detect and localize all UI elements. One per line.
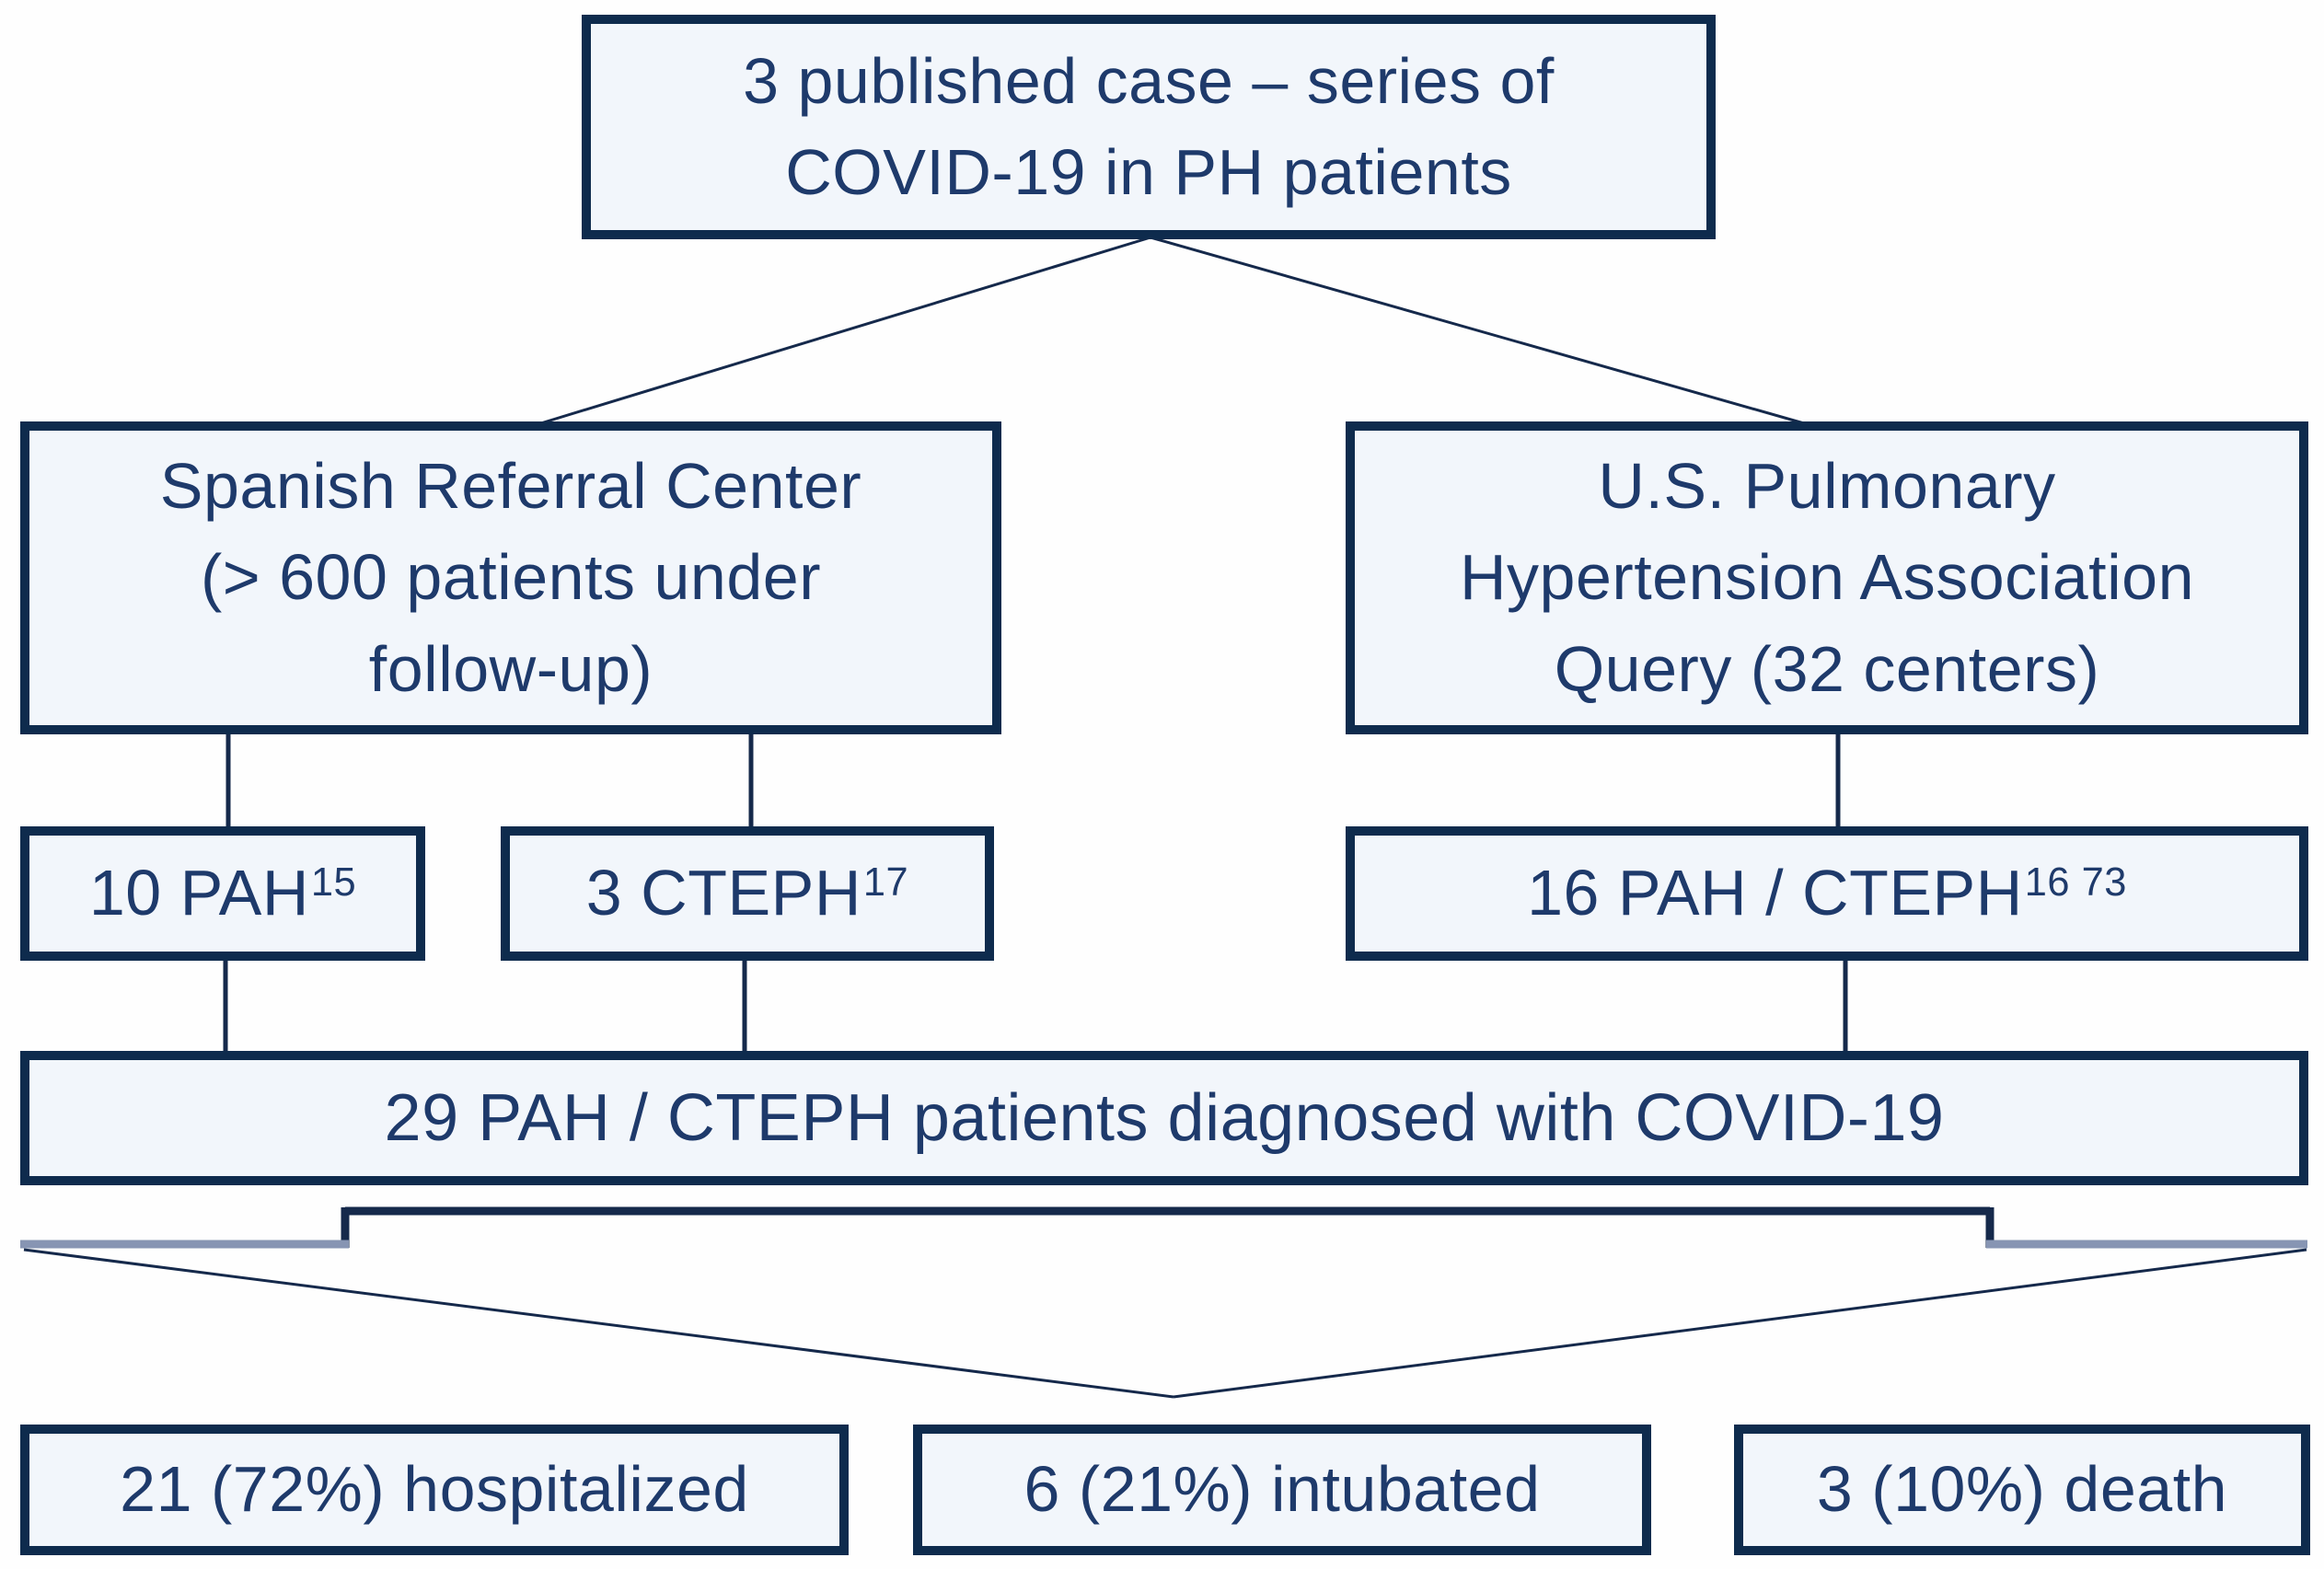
funnel-diagonal-left [23,1248,1174,1399]
node-text-line: Hypertension Association [1460,541,2194,614]
reference-superscript: 15 [310,860,357,906]
node-text-line: (> 600 patients under [200,541,822,614]
node-text-line: Query (32 centers) [1554,632,2100,705]
node-text: 10 PAH15 [88,857,357,929]
reference-superscript: 17 [862,860,909,906]
node-text-line: COVID-19 in PH patients [785,136,1512,208]
node-3-cteph: 3 CTEPH17 [501,826,994,961]
node-text: 21 (72%) hospitalized [120,1453,749,1526]
node-text-line: Spanish Referral Center [159,449,862,522]
node-text: 3 (10%) death [1816,1453,2228,1526]
node-text-line: follow-up) [368,632,653,705]
reference-superscript: 16 73 [2024,860,2127,906]
node-16-pah-cteph: 16 PAH / CTEPH16 73 [1346,826,2308,961]
node-text: 3 CTEPH17 [585,857,909,929]
node-text: 6 (21%) intubated [1023,1453,1541,1526]
node-text-line: 3 published case – series of [743,44,1555,117]
funnel-diagonal-right [1173,1248,2307,1399]
node-outcome-intubated: 6 (21%) intubated [913,1425,1651,1555]
connector-published-to-uspha [1150,236,1811,427]
node-us-pha-query: U.S. Pulmonary Hypertension Association … [1346,421,2308,734]
node-outcome-hospitalized: 21 (72%) hospitalized [20,1425,849,1555]
node-text-line: U.S. Pulmonary [1598,449,2056,522]
node-29-diagnosed-covid19: 29 PAH / CTEPH patients diagnosed with C… [20,1051,2308,1185]
node-outcome-death: 3 (10%) death [1734,1425,2310,1555]
node-10-pah: 10 PAH15 [20,826,425,961]
node-spanish-referral-center: Spanish Referral Center (> 600 patients … [20,421,1001,734]
connector-published-to-spanish [534,236,1151,427]
node-text: 16 PAH / CTEPH16 73 [1527,857,2127,929]
node-published-case-series: 3 published case – series of COVID-19 in… [582,15,1716,239]
node-text: 29 PAH / CTEPH patients diagnosed with C… [384,1080,1945,1155]
